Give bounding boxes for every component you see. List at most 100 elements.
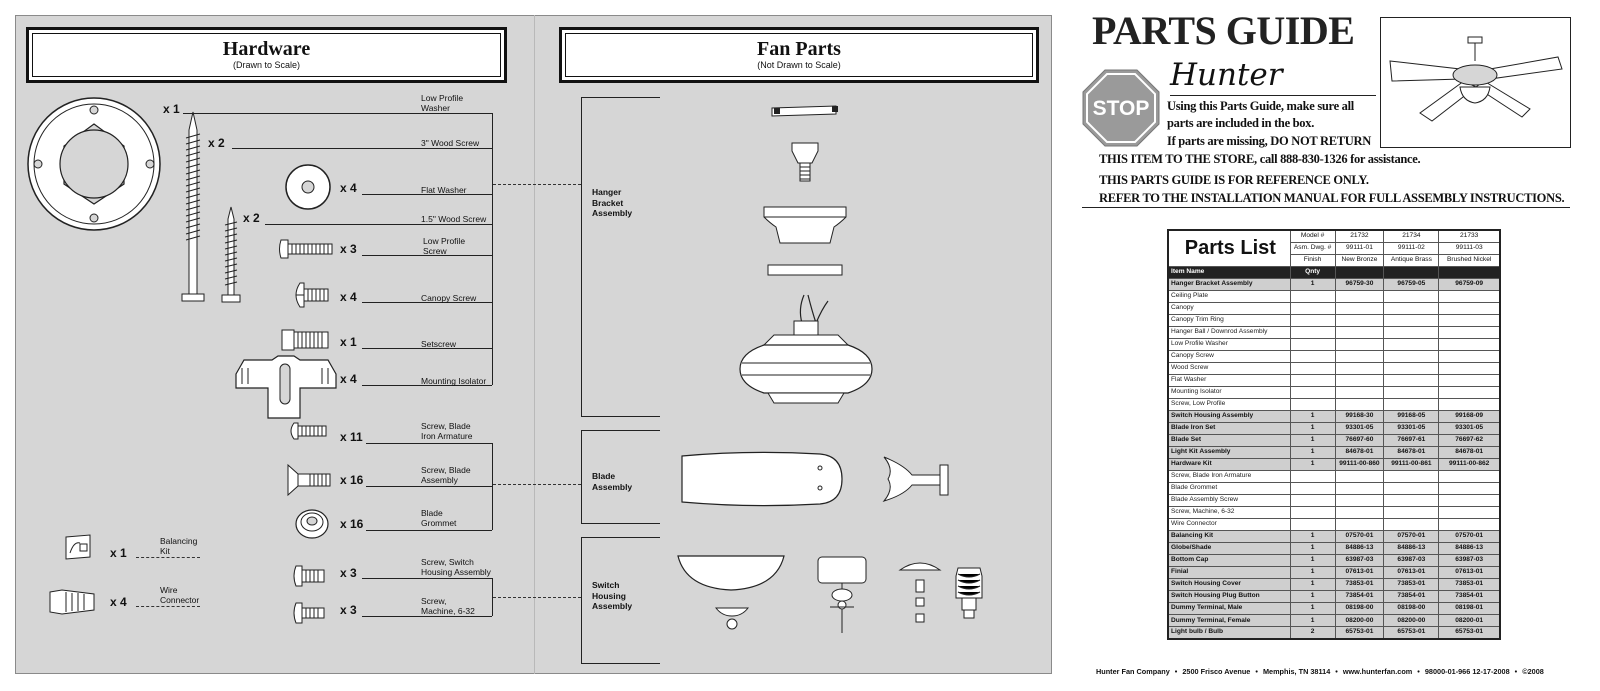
canopy-drawing <box>763 206 847 244</box>
leader-line <box>362 348 492 349</box>
screw-switch-housing-drawing <box>293 565 325 587</box>
part-qty: 1 <box>1289 565 1336 579</box>
part-number-21732 <box>1334 397 1385 411</box>
part-name: Ceiling Plate <box>1167 289 1291 303</box>
blade-iron-drawing <box>882 456 949 502</box>
notice-divider <box>1082 207 1570 208</box>
part-qty: 1 <box>1289 553 1336 567</box>
part-number-21734 <box>1383 493 1440 507</box>
part-number-21734 <box>1383 337 1440 351</box>
footer-item: www.hunterfan.com <box>1342 667 1413 676</box>
footer-separator: • <box>1255 667 1258 676</box>
parts-sheet-background <box>15 15 1052 674</box>
qty-screw-blade-assembly: x 16 <box>340 473 364 487</box>
part-name: Blade Grommet <box>1167 481 1291 495</box>
part-number-21732: 99168-30 <box>1334 409 1385 423</box>
part-number-21732 <box>1334 517 1385 531</box>
part-number-21734 <box>1383 385 1440 399</box>
fan-bracket-hanger-top <box>581 97 660 98</box>
page-footer: Hunter Fan Company•2500 Frisco Avenue•Me… <box>1096 667 1549 676</box>
part-number-21732: 96759-30 <box>1334 277 1385 291</box>
leader-line <box>366 486 492 487</box>
leader-line <box>362 194 492 195</box>
part-name: Dummy Terminal, Female <box>1167 613 1291 628</box>
notice-line-3: If parts are missing, DO NOT RETURN <box>1167 134 1371 148</box>
notice-line-1: Using this Parts Guide, make sure all <box>1167 99 1354 113</box>
col-qty: Qnty <box>1289 265 1336 279</box>
flat-washer-drawing <box>285 164 331 210</box>
part-number-21732 <box>1334 505 1385 519</box>
part-qty <box>1289 481 1336 495</box>
part-number-21732 <box>1334 313 1385 327</box>
leader-line <box>366 443 492 444</box>
part-number-21733 <box>1438 289 1501 303</box>
part-name: Canopy <box>1167 301 1291 315</box>
fan-bracket-hanger-bottom <box>581 416 660 417</box>
label-canopy-screw: Canopy Screw <box>421 293 477 303</box>
leader-line <box>232 148 492 149</box>
fan-bracket-blade-bottom <box>581 523 660 524</box>
motor-housing-drawing <box>739 294 873 404</box>
stop-label: STOP <box>1093 97 1150 120</box>
footer-separator: • <box>1174 667 1178 676</box>
part-number-21734: 84678-01 <box>1383 445 1440 459</box>
wire-connector-drawing <box>49 589 95 615</box>
label-low-profile-washer: Low Profile Washer <box>421 93 464 113</box>
part-qty: 1 <box>1289 577 1336 591</box>
part-number-21734: 84886-13 <box>1383 541 1440 555</box>
table-row: Flat Washer <box>1167 373 1501 387</box>
part-number-21733 <box>1438 517 1501 531</box>
mounting-isolator-drawing <box>235 355 337 419</box>
part-name: Light bulb / Bulb <box>1167 626 1291 640</box>
col-item-name: Item Name <box>1167 265 1291 279</box>
part-number-21734 <box>1383 313 1440 327</box>
part-number-21732: 08198-00 <box>1334 601 1385 616</box>
leader-line <box>366 530 492 531</box>
part-number-21732 <box>1334 493 1385 507</box>
table-row: Wire Connector <box>1167 517 1501 531</box>
hardware-bracket-switch <box>492 578 493 616</box>
part-number-21734 <box>1383 481 1440 495</box>
footer-separator: • <box>1514 667 1518 676</box>
low-profile-washer-drawing <box>27 97 161 231</box>
part-number-21733: 73853-01 <box>1438 577 1501 591</box>
part-qty: 2 <box>1289 626 1336 640</box>
parts-guide-title: PARTS GUIDE <box>1092 8 1355 53</box>
table-header-row: Item Name Qnty <box>1167 265 1501 279</box>
finish-2: Antique Brass <box>1383 253 1440 267</box>
part-number-21734 <box>1383 397 1440 411</box>
part-number-21734 <box>1383 289 1440 303</box>
table-row: Screw, Low Profile <box>1167 397 1501 411</box>
footer-item: Memphis, TN 38114 <box>1262 667 1331 676</box>
footer-separator: • <box>1417 667 1420 676</box>
screw-blade-iron-armature-drawing <box>290 422 327 440</box>
part-number-21732 <box>1334 385 1385 399</box>
part-number-21732: 63987-03 <box>1334 553 1385 567</box>
hardware-bracket-hanger <box>492 113 493 385</box>
qty-wood-screw-1-5in: x 2 <box>243 211 260 225</box>
table-row: Low Profile Washer <box>1167 337 1501 351</box>
part-qty: 1 <box>1289 421 1336 435</box>
part-name: Switch Housing Assembly <box>1167 409 1291 423</box>
globe-shade-drawing <box>677 555 785 630</box>
fan-bracket-switch <box>581 537 582 663</box>
part-name: Hardware Kit <box>1167 457 1291 471</box>
part-name: Switch Housing Cover <box>1167 577 1291 591</box>
label-screw-switch-housing: Screw, Switch Housing Assembly <box>421 557 491 577</box>
model-3: 21733 <box>1438 229 1501 243</box>
part-number-21732: 08200-00 <box>1334 613 1385 628</box>
dwg-1: 99111-01 <box>1334 241 1385 255</box>
part-number-21734 <box>1383 505 1440 519</box>
leader-line <box>265 224 492 225</box>
part-qty: 1 <box>1289 541 1336 555</box>
part-number-21733: 84886-13 <box>1438 541 1501 555</box>
part-name: Screw, Blade Iron Armature <box>1167 469 1291 483</box>
part-number-21734 <box>1383 517 1440 531</box>
hunter-logo: Hunter <box>1170 57 1283 93</box>
hardware-subtitle: (Drawn to Scale) <box>232 60 301 70</box>
dwg-3: 99111-03 <box>1438 241 1501 255</box>
